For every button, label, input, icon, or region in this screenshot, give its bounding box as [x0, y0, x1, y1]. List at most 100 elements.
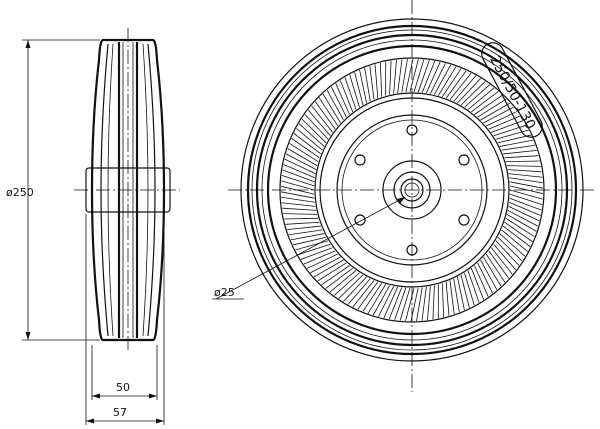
- hatch-line: [292, 236, 327, 246]
- bolt-hole: [406, 244, 418, 256]
- hatch-line: [464, 84, 491, 108]
- hatch-line: [405, 58, 414, 93]
- hatch-line: [499, 139, 534, 147]
- hatch-line: [432, 285, 435, 320]
- hatch-line: [477, 262, 493, 294]
- hatch-line: [304, 114, 329, 140]
- hatch-line: [282, 207, 317, 211]
- hatch-line: [474, 94, 503, 115]
- hatch-line: [338, 274, 364, 299]
- hatch-line: [335, 83, 350, 115]
- hatch-line: [425, 61, 441, 94]
- hatch-line: [464, 272, 475, 306]
- hatch-line: [326, 90, 344, 121]
- hatch-line: [477, 98, 507, 118]
- hatch-line: [288, 229, 323, 236]
- hatch-line: [362, 282, 383, 312]
- hatch-line: [280, 185, 315, 195]
- hatch-line: [329, 270, 357, 293]
- hatch-line: [507, 169, 542, 173]
- hatch-line: [485, 253, 506, 283]
- hatch-line: [467, 270, 480, 303]
- hatch-line: [501, 229, 528, 252]
- hatch-line: [507, 210, 539, 227]
- hatch-line: [367, 284, 386, 314]
- hatch-line: [282, 169, 315, 183]
- hatch-line: [417, 60, 430, 93]
- front-view: 250/50-130 ø25: [212, 0, 596, 392]
- hatch-line: [499, 233, 526, 257]
- bolt-hole: [354, 214, 366, 226]
- hatch-line: [470, 267, 485, 300]
- hatch-line: [300, 247, 333, 260]
- dim-arrow-bottom: [25, 332, 31, 340]
- hatch-line: [445, 70, 467, 99]
- hatch-line: [331, 86, 347, 118]
- hatch-line: [509, 189, 543, 200]
- hatch-line: [352, 280, 375, 308]
- hatch-line: [354, 72, 364, 106]
- hatch-line: [509, 181, 544, 189]
- tire-tread-1: [246, 24, 578, 356]
- hatch-line: [508, 173, 543, 178]
- hatch-line: [297, 243, 331, 256]
- hatch-line: [405, 287, 415, 321]
- hatch-line: [287, 225, 321, 230]
- hatch-line: [287, 148, 318, 166]
- hatch-line: [421, 60, 436, 93]
- dim-arrow-50-right: [149, 393, 157, 399]
- hatch-line: [441, 68, 462, 98]
- hatch-line: [480, 259, 498, 290]
- leader-arrow: [397, 197, 405, 204]
- hatch-line: [357, 281, 379, 310]
- hatch-line: [434, 64, 452, 95]
- hatch-line: [509, 197, 542, 211]
- hatch-line: [413, 59, 425, 93]
- hatch-line: [457, 78, 481, 104]
- dim-arrow-50-left: [92, 393, 100, 399]
- hatch-line: [333, 272, 360, 296]
- hatch-line: [296, 128, 323, 151]
- hatch-line: [488, 250, 510, 279]
- hatch-line: [378, 286, 394, 317]
- side-groove-right-outer: [147, 43, 156, 337]
- hatch-line: [283, 213, 318, 215]
- dim-arrow-57-left: [86, 418, 94, 424]
- hatch-line: [438, 66, 457, 96]
- hatch-line: [490, 247, 513, 275]
- hatch-line: [508, 205, 540, 222]
- hatch-line: [471, 91, 499, 113]
- hatch-line: [295, 240, 329, 251]
- hatch-line: [314, 101, 336, 130]
- hub-plate-outer: [336, 114, 488, 266]
- hatch-line: [364, 67, 371, 102]
- bolt-hole: [354, 154, 366, 166]
- hatch-line: [501, 144, 536, 151]
- rim-hatch-ring: [280, 58, 544, 322]
- tire-tread-4: [261, 39, 563, 341]
- hatch-line: [453, 75, 477, 102]
- dim-label-outer-diameter: ø250: [6, 186, 34, 199]
- hatch-line: [372, 285, 390, 316]
- hatch-line: [509, 185, 544, 195]
- hatch-line: [503, 150, 537, 155]
- hatch-line: [493, 243, 517, 271]
- rim-flange: [319, 97, 505, 283]
- bearing-inner: [400, 178, 424, 202]
- bore: [404, 182, 420, 198]
- hatch-line: [504, 155, 539, 159]
- hatch-line: [509, 201, 541, 216]
- hatch-line: [441, 283, 445, 318]
- hatch-line: [505, 160, 540, 163]
- hatch-line: [504, 221, 533, 242]
- hatch-line: [325, 267, 353, 289]
- hatch-line: [379, 62, 383, 97]
- hatch-line: [502, 225, 531, 247]
- hatch-line: [349, 74, 360, 108]
- bolt-holes: [354, 124, 470, 256]
- hatch-line: [322, 93, 341, 124]
- hatch-line: [506, 214, 537, 232]
- leader-bore: [215, 196, 406, 300]
- hatch-line: [281, 196, 315, 203]
